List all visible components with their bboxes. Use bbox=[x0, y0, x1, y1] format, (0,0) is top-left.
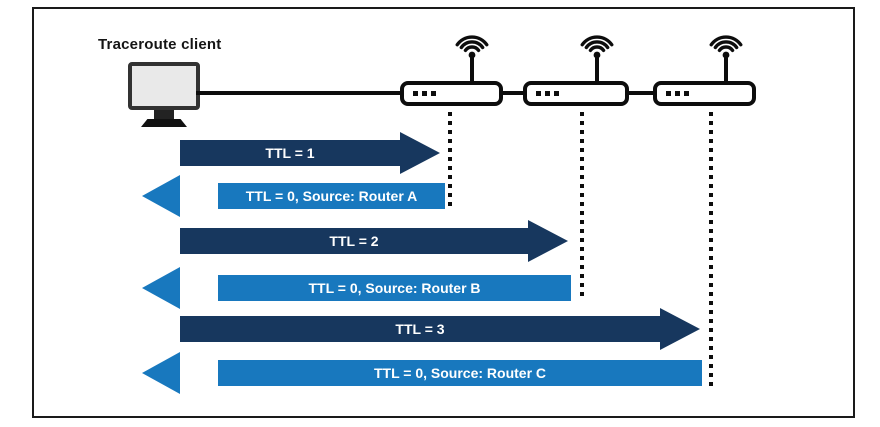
arrow-head-right-icon bbox=[400, 132, 440, 174]
router-a-icon bbox=[400, 81, 503, 106]
router-c-icon bbox=[653, 81, 756, 106]
arrow-head-left-icon bbox=[142, 175, 180, 217]
router-b-dropline bbox=[580, 112, 584, 301]
icmp-reply-arrow: TTL = 0, Source: Router B bbox=[218, 275, 571, 301]
router-led-dots bbox=[536, 91, 559, 96]
wifi-signal-icon bbox=[455, 35, 489, 59]
router-b-icon bbox=[523, 81, 629, 106]
router-led-dots bbox=[413, 91, 436, 96]
arrow-head-right-icon bbox=[528, 220, 568, 262]
ttl-probe-arrow: TTL = 1 bbox=[180, 140, 400, 166]
monitor-stand-icon bbox=[154, 110, 174, 120]
antenna-stem bbox=[724, 56, 728, 82]
router-led-dots bbox=[666, 91, 689, 96]
ttl-probe-arrow: TTL = 2 bbox=[180, 228, 528, 254]
router-a-dropline bbox=[448, 112, 452, 209]
antenna-stem bbox=[595, 56, 599, 82]
router-c-dropline bbox=[709, 112, 713, 386]
icmp-reply-arrow: TTL = 0, Source: Router C bbox=[218, 360, 702, 386]
client-label: Traceroute client bbox=[98, 36, 222, 53]
monitor-base-icon bbox=[141, 119, 187, 127]
arrow-head-right-icon bbox=[660, 308, 700, 350]
arrow-head-left-icon bbox=[142, 267, 180, 309]
arrow-head-left-icon bbox=[142, 352, 180, 394]
antenna-stem bbox=[470, 56, 474, 82]
icmp-reply-arrow: TTL = 0, Source: Router A bbox=[218, 183, 445, 209]
wifi-signal-icon bbox=[580, 35, 614, 59]
cable-router-b-to-c bbox=[626, 91, 656, 95]
monitor-icon bbox=[128, 62, 200, 110]
wifi-signal-icon bbox=[709, 35, 743, 59]
cable-client-to-router-a bbox=[196, 91, 402, 95]
ttl-probe-arrow: TTL = 3 bbox=[180, 316, 660, 342]
cable-router-a-to-b bbox=[500, 91, 526, 95]
